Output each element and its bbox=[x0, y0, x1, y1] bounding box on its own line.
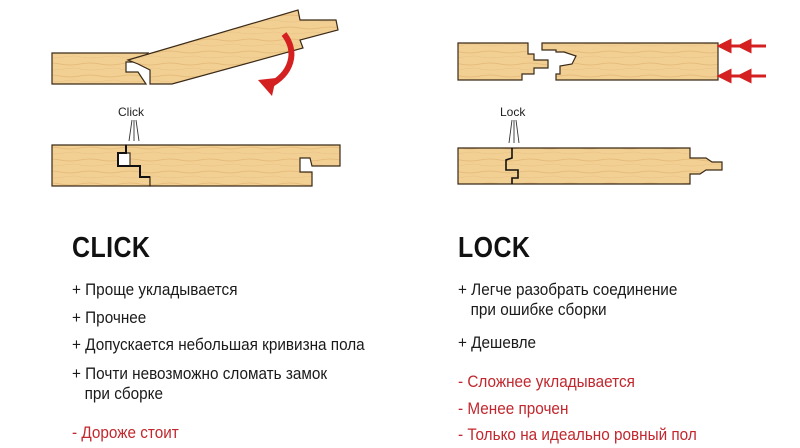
click-indicator-icon bbox=[128, 119, 140, 142]
lock-indicator-icon bbox=[508, 119, 520, 144]
click-pro-item-continued: при сборке bbox=[84, 384, 163, 403]
click-pro-item: + Прочнее bbox=[72, 308, 147, 327]
lock-pro-item: + Дешевле bbox=[458, 333, 537, 352]
click-pro-item: + Почти невозможно сломать замок bbox=[72, 364, 328, 383]
click-board-flat-left bbox=[51, 52, 150, 85]
lock-board-left bbox=[457, 42, 549, 81]
lock-board-right bbox=[541, 42, 719, 81]
rotate-arrow-icon bbox=[258, 32, 295, 96]
lock-board-assembled bbox=[457, 147, 723, 185]
lock-diagram-label: Lock bbox=[500, 105, 526, 119]
push-arrow-icon bbox=[716, 38, 766, 84]
click-heading: CLICK bbox=[72, 232, 151, 264]
click-con-item: - Дороже стоит bbox=[72, 423, 179, 442]
lock-heading: LOCK bbox=[458, 232, 531, 264]
lock-pro-item: + Легче разобрать соединение bbox=[458, 280, 678, 299]
click-diagram-label: Click bbox=[118, 105, 145, 119]
lock-con-item: - Сложнее укладывается bbox=[458, 372, 635, 391]
lock-con-item: - Только на идеально ровный пол bbox=[458, 425, 697, 444]
click-pro-item: + Допускается небольшая кривизна пола bbox=[72, 335, 365, 354]
click-pro-item: + Проще укладывается bbox=[72, 280, 238, 299]
lock-pro-item-continued: при ошибке сборки bbox=[470, 300, 607, 319]
lock-con-item: - Менее прочен bbox=[458, 399, 569, 418]
click-board-assembled-right bbox=[125, 144, 341, 187]
click-board-angled bbox=[126, 9, 339, 85]
